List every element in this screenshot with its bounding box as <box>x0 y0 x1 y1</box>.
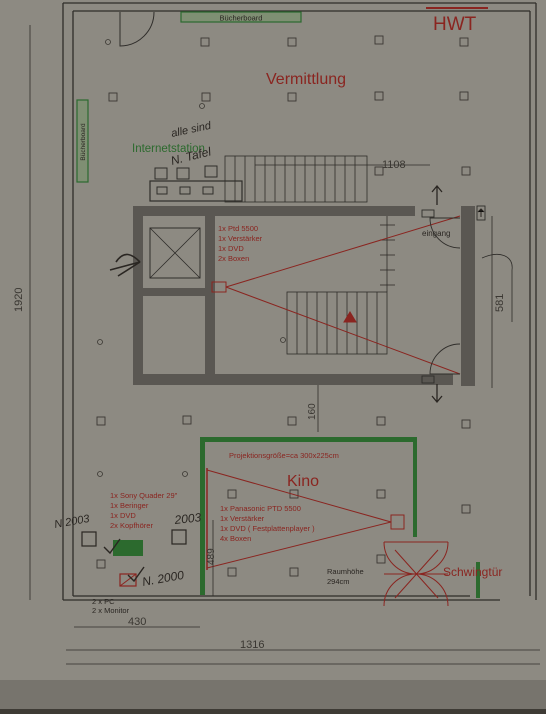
wall-sockets <box>97 39 286 477</box>
door-top-left <box>119 11 155 47</box>
internet-station-desk <box>149 180 243 202</box>
stair-equipment-1: 1x Ptd 5500 <box>218 224 258 233</box>
kino-equipment-2: 1x Verstärker <box>220 514 265 523</box>
stair-equipment: 1x Ptd 5500 1x Verstärker 1x DVD 2x Boxe… <box>218 224 263 263</box>
kino-room-height-label: Raumhöhe <box>327 567 364 576</box>
kino-walls <box>200 437 480 598</box>
eingang-label: eingang <box>422 229 450 238</box>
pc-desk-cross <box>119 573 137 587</box>
kino-projection-size: Projektionsgröße=ca 300x225cm <box>229 451 339 460</box>
dim-160-label: 160 <box>307 403 318 420</box>
pc-desk <box>119 573 137 587</box>
eingang-door-swing <box>429 217 461 249</box>
stair-equipment-3: 1x DVD <box>218 244 244 253</box>
entrance-arrow-down <box>431 384 443 404</box>
kino-equipment-1: 1x Panasonic PTD 5500 <box>220 504 301 513</box>
stairwell-core <box>133 206 475 386</box>
stair-equipment-4: 2x Boxen <box>218 254 249 263</box>
right-wall-marker <box>476 205 486 221</box>
paper-shadow-bottom <box>0 680 546 709</box>
exit-box <box>421 375 435 384</box>
upper-stairs <box>224 155 368 203</box>
handwritten-arrow <box>109 253 141 277</box>
handwritten-check-2 <box>127 566 145 583</box>
tv-shape <box>113 540 143 556</box>
left-equipment-3: 1x DVD <box>110 511 136 520</box>
schwingtuer-label: Schwingtür <box>443 565 502 579</box>
kino-equipment-4: 4x Boxen <box>220 534 251 543</box>
vermittlung-label: Vermittlung <box>266 71 346 88</box>
kino-equipment-3: 1x DVD ( Festplattenplayer ) <box>220 524 315 533</box>
entrance-arrow-up <box>431 184 443 205</box>
dim-581-bracket <box>481 254 513 322</box>
buecherboard-left-shape <box>76 99 89 183</box>
light-markers <box>96 35 471 577</box>
stair-equipment-2: 1x Verstärker <box>218 234 263 243</box>
bottom-note-monitor: 2 x Monitor <box>92 606 130 615</box>
left-equipment: 1x Sony Quader 29" 1x Beringer 1x DVD 2x… <box>110 491 178 530</box>
dim-1108-label: 1108 <box>382 159 406 171</box>
internet-station-label: Internetstation <box>132 143 205 155</box>
dim-489-label: 489 <box>206 548 217 565</box>
kino-equipment: 1x Panasonic PTD 5500 1x Verstärker 1x D… <box>220 504 315 543</box>
swing-door <box>383 541 449 607</box>
kino-title: Kino <box>287 473 319 490</box>
internet-station-pcs <box>154 165 218 195</box>
bottom-note-pc: 2 x PC <box>92 597 115 606</box>
chair-right <box>171 529 187 545</box>
dim-1920-label: 1920 <box>13 288 25 312</box>
left-equipment-2: 1x Beringer <box>110 501 149 510</box>
eingang-box <box>421 209 435 218</box>
dim-430-label: 430 <box>128 616 146 628</box>
hwt-label: HWT <box>433 14 477 35</box>
kino-projection-lines <box>206 468 405 570</box>
stair-projection-lines <box>211 215 461 375</box>
exit-door-swing <box>429 343 461 375</box>
outer-walls <box>62 2 537 601</box>
buecherboard-top-shape <box>180 11 302 23</box>
left-equipment-4: 2x Kopfhörer <box>110 521 153 530</box>
right-wall-arrow <box>477 208 485 217</box>
left-equipment-1: 1x Sony Quader 29" <box>110 491 178 500</box>
dim-581-label: 581 <box>494 294 506 312</box>
handwritten-n2003-right: 2003 <box>173 510 202 527</box>
chair-left <box>81 531 97 547</box>
kino-room-height-value: 294cm <box>327 577 350 586</box>
buecherboard-left-label: Bücherboard <box>80 123 87 161</box>
handwritten-check-1 <box>103 538 121 555</box>
dim-1316-label: 1316 <box>240 639 264 651</box>
buecherboard-top-label: Bücherboard <box>220 14 263 23</box>
